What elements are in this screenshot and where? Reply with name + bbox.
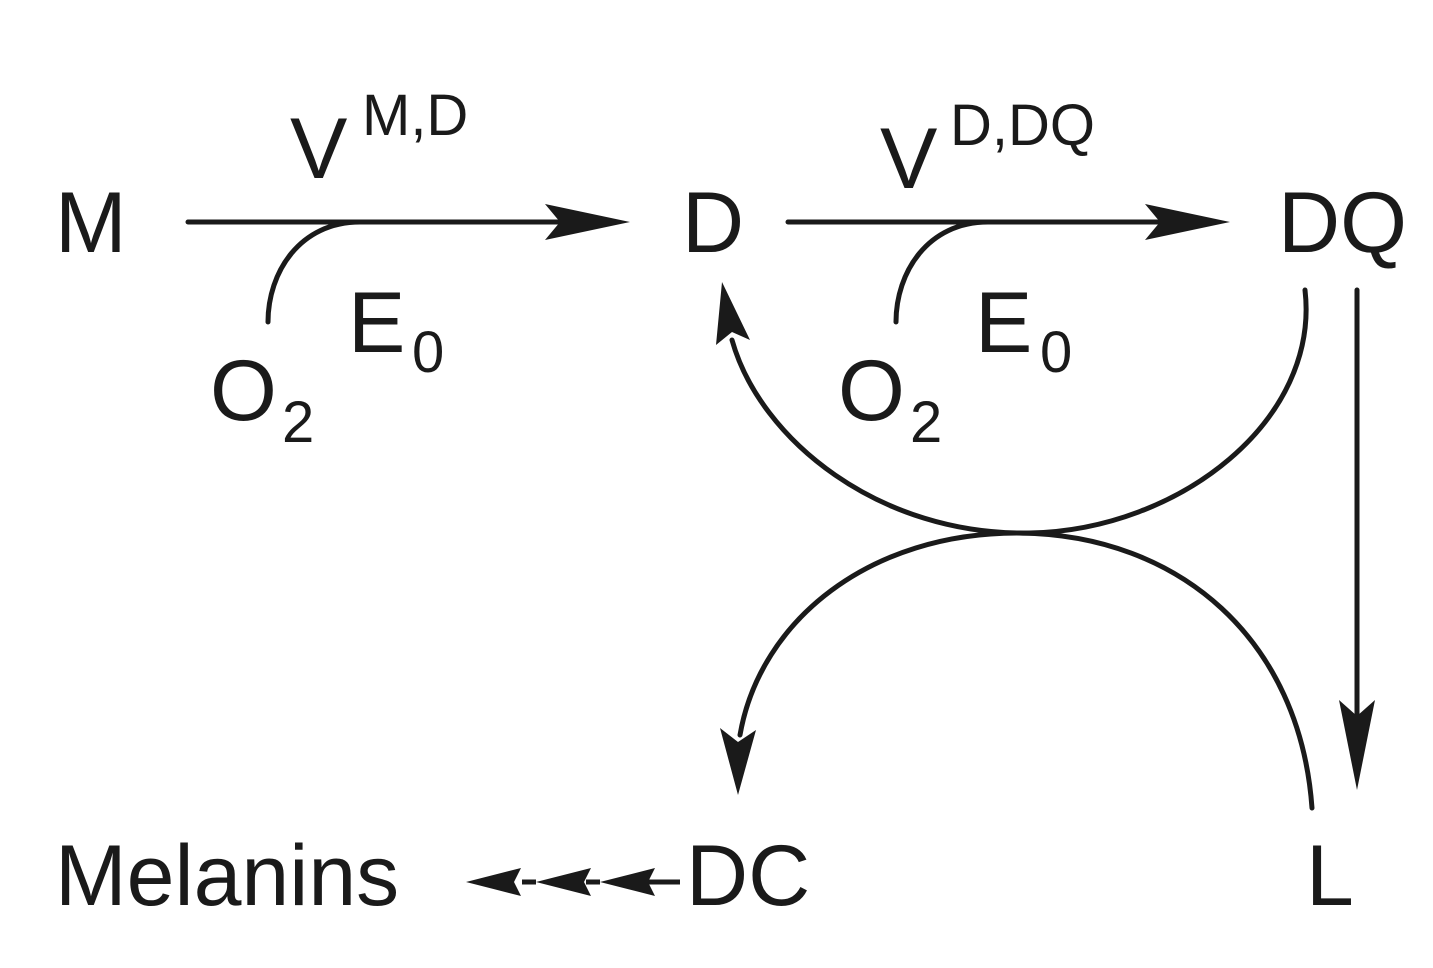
oxygen-subscript-d-dq: 2 (910, 390, 942, 455)
node-m: M (55, 175, 127, 271)
node-dq: DQ (1278, 175, 1407, 271)
arrow-dq-to-l (1339, 287, 1375, 790)
rate-symbol-m-d: V (290, 101, 347, 197)
arrow-dc-to-melanins (466, 868, 680, 896)
enzyme-subscript-d-dq: 0 (1040, 320, 1072, 385)
arrow-d-to-dq (785, 204, 1230, 325)
enzyme-m-d: E (348, 275, 405, 371)
oxygen-subscript-m-d: 2 (282, 390, 314, 455)
arrow-l-to-dc (720, 530, 1315, 811)
node-d: D (682, 175, 744, 271)
rate-superscript-d-dq: D,DQ (950, 93, 1095, 158)
oxygen-m-d: O (210, 343, 277, 439)
enzyme-subscript-m-d: 0 (412, 320, 444, 385)
rate-superscript-m-d: M,D (362, 83, 468, 148)
node-melanins: Melanins (55, 828, 399, 924)
node-l: L (1306, 828, 1354, 924)
enzyme-d-dq: E (975, 275, 1032, 371)
rate-symbol-d-dq: V (880, 111, 937, 207)
arrow-m-to-d (185, 204, 630, 325)
node-dc: DC (686, 828, 810, 924)
oxygen-d-dq: O (838, 343, 905, 439)
